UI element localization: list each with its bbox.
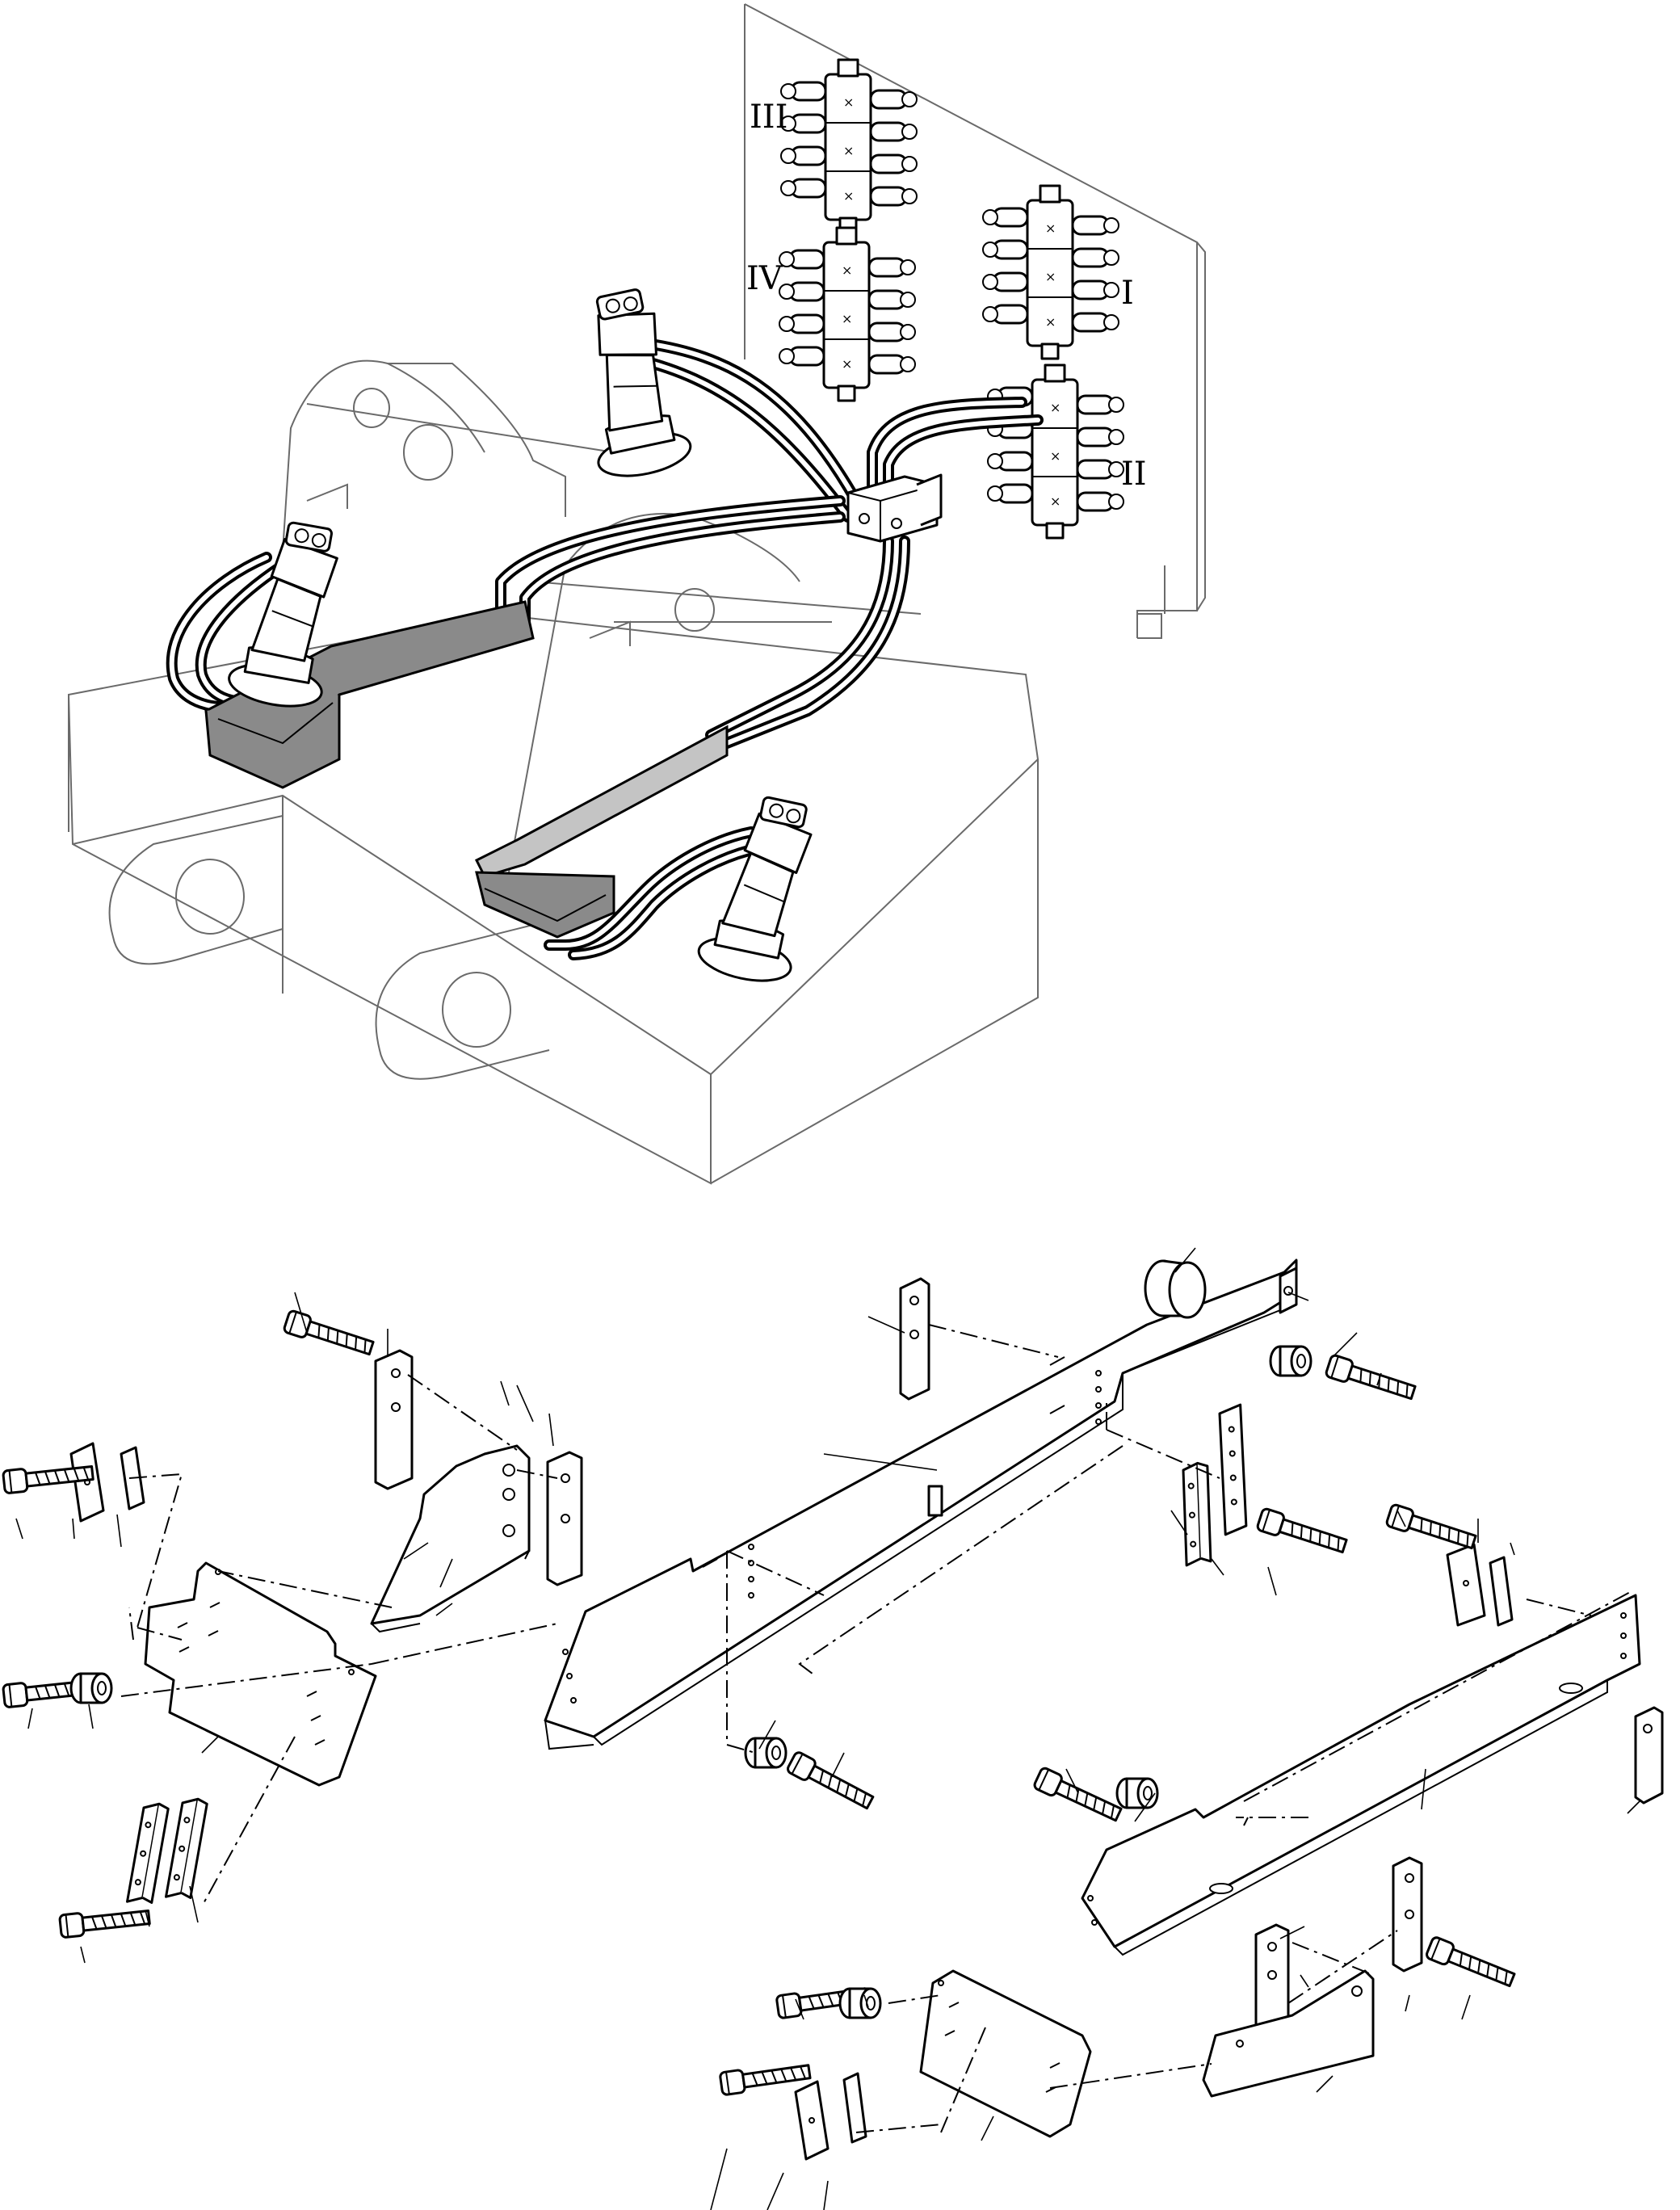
bolt-bottom-right — [1424, 1935, 1518, 1992]
frame-beam-front — [544, 1258, 1298, 1750]
bolt-mid-right — [1255, 1506, 1350, 1558]
washer-plates-bottom — [794, 2072, 867, 2161]
spacer-plate-right-end — [1634, 1706, 1664, 1805]
spacer-top-right — [1269, 1345, 1312, 1377]
spacer-plate-lower-right — [1392, 1856, 1423, 1973]
valve-stack-i — [981, 184, 1120, 360]
bolt-top-left — [282, 1309, 376, 1360]
valve-stack-iii — [779, 58, 918, 234]
mounting-bracket-right — [1202, 1969, 1375, 2098]
leader-lines — [15, 1247, 1640, 2210]
spacer-left — [69, 1672, 113, 1704]
hydraulic-motor-top — [563, 284, 696, 485]
bolt-top-right — [1324, 1353, 1418, 1405]
valve-label-iv: IV — [746, 260, 783, 297]
valve-stack-iv — [778, 226, 917, 402]
bolt-far-right — [1384, 1502, 1479, 1554]
distribution-block — [846, 473, 943, 543]
mounting-bracket-left — [370, 1444, 531, 1633]
valve-label-iii: III — [750, 99, 788, 136]
hydraulic-motor-right — [693, 788, 826, 989]
spacer-plate-top — [899, 1277, 930, 1401]
hydraulic-hoses — [166, 338, 1044, 960]
ghost-frame — [67, 3, 1206, 1185]
washer-plates-upper-left — [69, 1442, 145, 1523]
valve-stack-ii — [986, 363, 1125, 540]
hose-cover-right — [474, 725, 729, 939]
bolt-left-3 — [58, 1905, 152, 1939]
rubber-buffer — [1144, 1259, 1207, 1319]
end-bracket-small — [1279, 1267, 1298, 1314]
end-plate-left — [144, 1561, 377, 1787]
bolt-center-right — [1031, 1765, 1125, 1826]
assembly-lines — [120, 1324, 1592, 2133]
lower-exploded-view — [2, 1247, 1664, 2210]
bolt-center — [784, 1750, 877, 1814]
valve-label-ii: II — [1121, 456, 1147, 493]
spacer-plate-mid-left — [546, 1451, 583, 1586]
end-plate-right — [919, 1969, 1092, 2138]
hose-cover-left — [204, 600, 535, 789]
spacer-center — [744, 1737, 788, 1769]
spacer-bottom — [838, 1987, 882, 2019]
upper-assembly: III IV I II — [67, 3, 1206, 1185]
washer-plates-right — [1446, 1543, 1514, 1627]
frame-beam-rear — [1081, 1590, 1641, 1956]
spacer-plate-upper-left — [374, 1349, 414, 1490]
shim-pair-mid-right — [1182, 1403, 1248, 1567]
shim-pair-lower-left — [126, 1795, 209, 1907]
valve-label-i: I — [1121, 275, 1134, 312]
spacer-center-right — [1115, 1777, 1159, 1809]
